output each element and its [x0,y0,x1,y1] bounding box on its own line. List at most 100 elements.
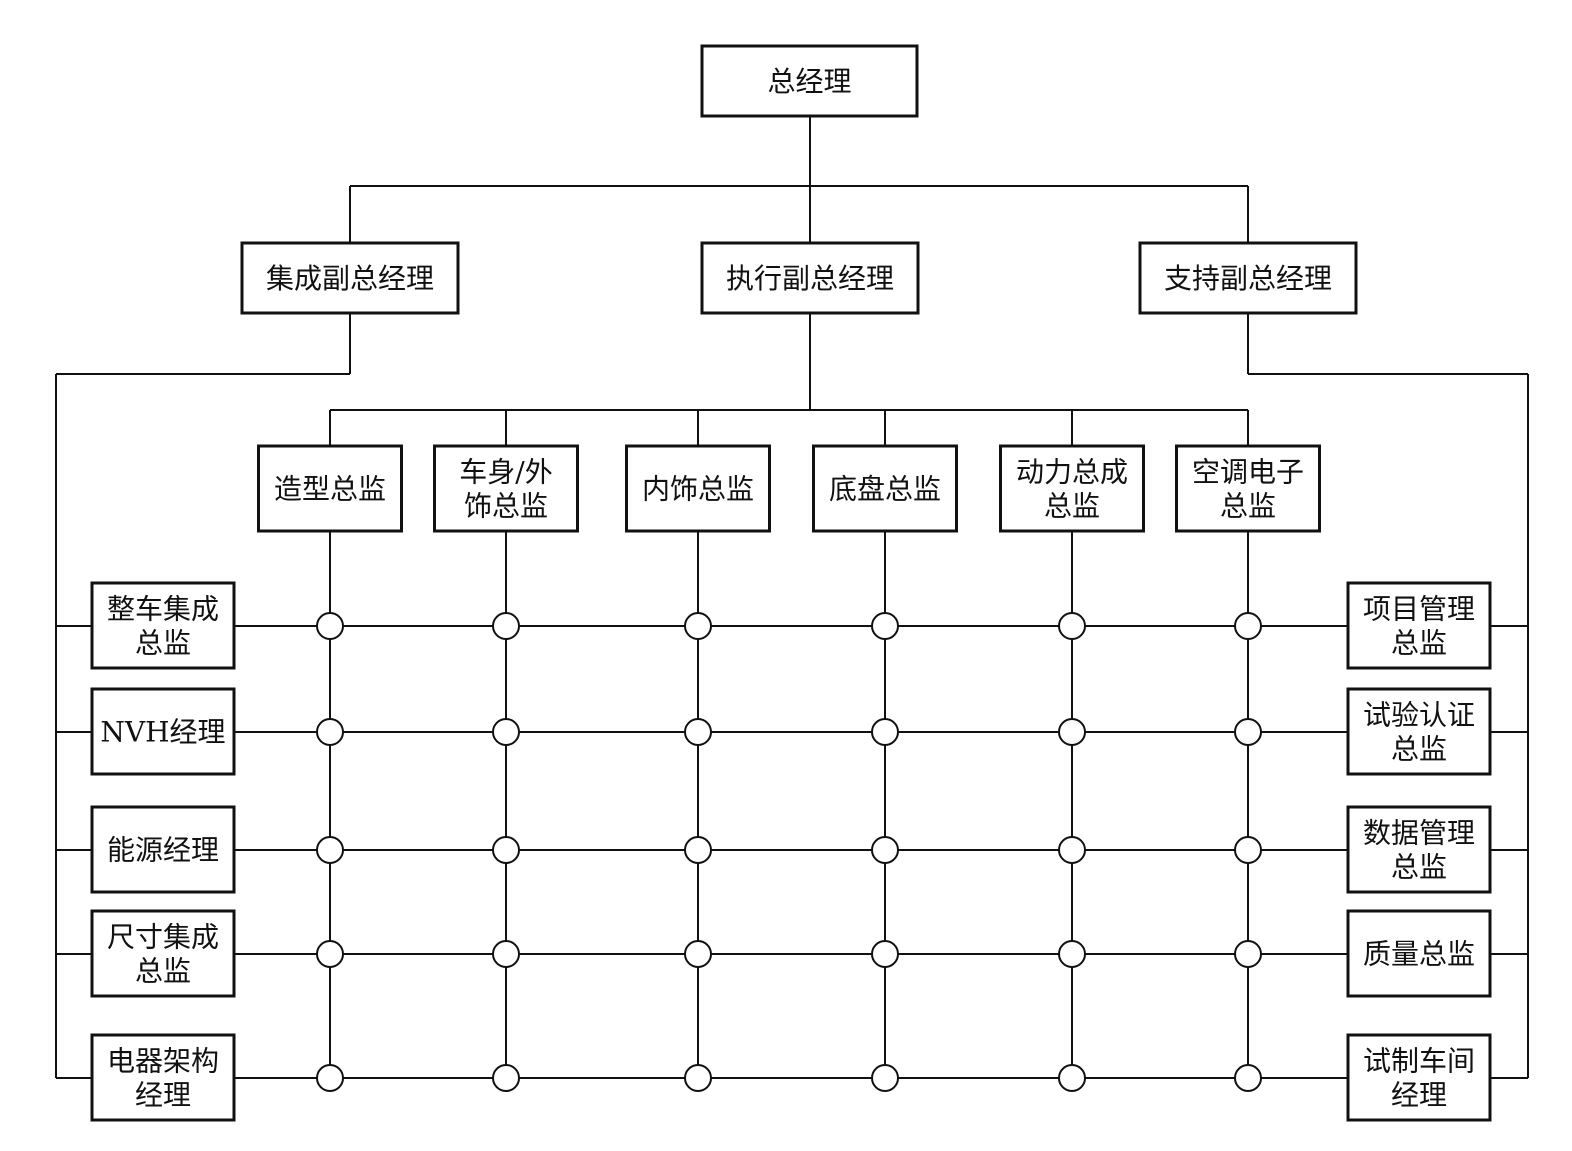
right-row-box-label: 总监 [1391,733,1447,766]
director-column-box: 内饰总监 [625,444,771,533]
matrix-node [871,1064,899,1092]
matrix-node [1058,612,1086,640]
matrix-node [1234,836,1262,864]
matrix-node [1058,836,1086,864]
director-column-box-frame [999,444,1145,533]
left-row-box: NVH经理 [90,687,236,776]
left-row-box-label: 能源经理 [107,834,219,867]
director-column-box-frame [433,444,579,533]
right-row-box-label: 总监 [1391,627,1447,660]
vp-box-label: 集成副总经理 [266,262,434,295]
matrix-intersections [316,612,1262,1092]
left-row-box-frame [90,1033,236,1122]
matrix-node [684,1064,712,1092]
director-column-box-frame [257,444,403,533]
right-row-box-label: 试验认证 [1363,699,1475,732]
left-row-box-label: 整车集成 [107,593,219,626]
right-row-box-label: 总监 [1391,851,1447,884]
left-row-box-label: 经理 [135,1079,191,1112]
matrix-node [871,612,899,640]
matrix-node [684,718,712,746]
matrix-node [316,940,344,968]
director-column-box-label: 造型总监 [274,473,386,506]
matrix-node [316,718,344,746]
right-row-box-label: 经理 [1391,1079,1447,1112]
director-column-box-label: 内饰总监 [642,473,754,506]
vp-box-label: 执行副总经理 [726,262,894,295]
matrix-node [1234,940,1262,968]
right-row-box-frame [1346,805,1492,894]
matrix-node [684,836,712,864]
right-row-box-label: 试制车间 [1363,1045,1475,1078]
matrix-node [492,836,520,864]
matrix-node [1234,1064,1262,1092]
director-column-box-frame [1175,444,1321,533]
director-column-box: 底盘总监 [812,444,958,533]
vp-box-frame [240,241,460,315]
matrix-node [1058,718,1086,746]
right-row-box-label: 项目管理 [1363,593,1475,626]
matrix-node [1234,612,1262,640]
right-row-box-frame [1346,687,1492,776]
matrix-node [1058,1064,1086,1092]
vp-box-frame [1138,241,1358,315]
matrix-node [684,612,712,640]
right-row-box-frame [1346,1033,1492,1122]
vp-box: 支持副总经理 [1138,241,1358,315]
ceo-box-frame [700,44,919,118]
matrix-node [684,940,712,968]
matrix-node [492,718,520,746]
vp-box-frame [700,241,920,315]
left-row-box-label: 电器架构 [107,1045,219,1078]
left-row-box-label: 尺寸集成 [107,921,219,954]
director-column-box-frame [625,444,771,533]
left-row-box-frame [90,687,236,776]
vp-box-label: 支持副总经理 [1164,262,1332,295]
left-row-box: 能源经理 [90,805,236,894]
left-row-box-frame [90,909,236,998]
matrix-node [871,718,899,746]
director-column-box-label: 底盘总监 [829,473,941,506]
director-column-box-label: 总监 [1220,490,1276,523]
director-column-box-label: 车身/外 [459,456,552,489]
matrix-node [492,1064,520,1092]
ceo-box-label: 总经理 [767,65,851,98]
matrix-node [871,836,899,864]
matrix-node [316,1064,344,1092]
vp-box: 执行副总经理 [700,241,920,315]
matrix-node [492,612,520,640]
left-row-box-label: NVH经理 [100,716,225,749]
right-row-box-frame [1346,909,1492,998]
director-column-box-label: 动力总成 [1016,456,1128,489]
director-column-box-label: 饰总监 [464,490,548,523]
left-row-box-frame [90,581,236,670]
right-row-box-frame [1346,581,1492,670]
matrix-node [871,940,899,968]
right-row-box-label: 质量总监 [1363,938,1475,971]
right-row-box-label: 数据管理 [1363,817,1475,850]
left-row-box-frame [90,805,236,894]
matrix-node [316,612,344,640]
director-column-box-frame [812,444,958,533]
matrix-node [316,836,344,864]
left-row-box-label: 总监 [135,627,191,660]
right-row-box: 质量总监 [1346,909,1492,998]
ceo-box: 总经理 [700,44,919,118]
matrix-node [492,940,520,968]
vp-box: 集成副总经理 [240,241,460,315]
matrix-node [1234,718,1262,746]
director-column-box-label: 空调电子 [1192,456,1304,489]
director-column-box-label: 总监 [1044,490,1100,523]
director-column-box: 造型总监 [257,444,403,533]
